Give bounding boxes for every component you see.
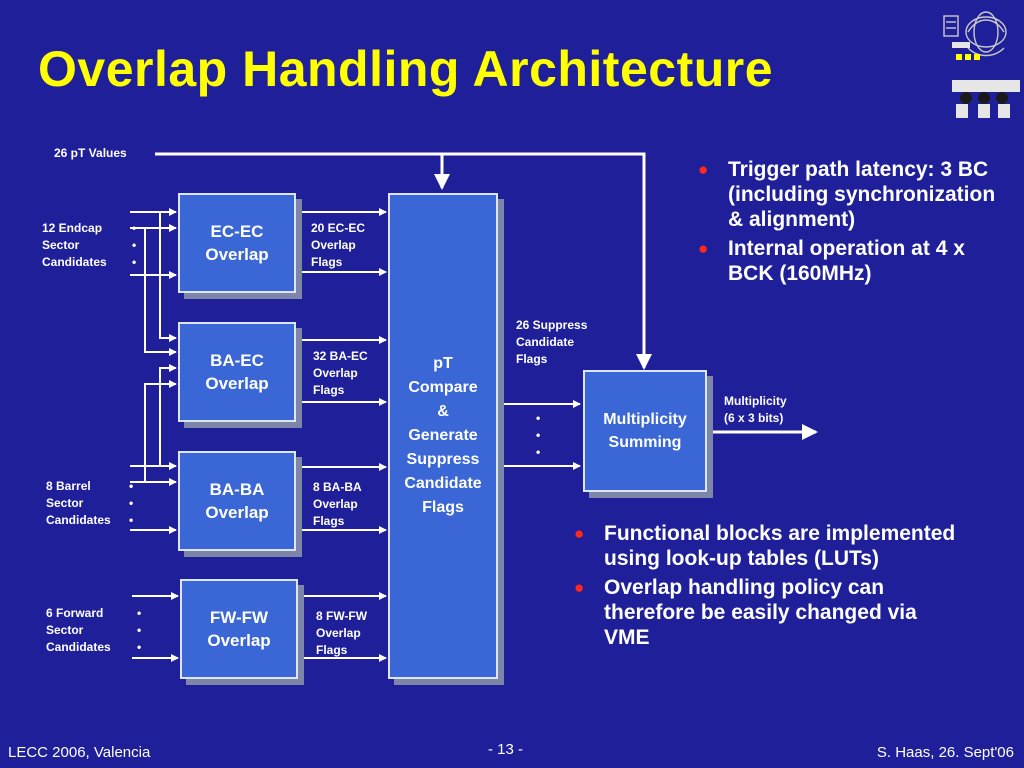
bullet-item: ●Overlap handling policy can therefore b… (574, 576, 917, 649)
endcap-candidates-label: 12 Endcap Sector Candidates (42, 221, 107, 269)
ec-ec-overlap-block: EC-EC Overlap (178, 193, 296, 293)
multiplicity-output-label: Multiplicity (6 x 3 bits) (724, 394, 787, 425)
atlas-logo-icon (943, 11, 1020, 118)
pt-values-bus (155, 152, 652, 370)
pt-values-label: 26 pT Values (54, 146, 127, 160)
fw-fw-overlap-block: FW-FW Overlap (180, 579, 298, 679)
ec-ec-flags-label: 20 EC-EC Overlap Flags (311, 221, 366, 269)
bullet-icon: ● (574, 524, 585, 543)
forward-candidates-label: 6 Forward Sector Candidates (46, 606, 111, 654)
bullet-icon: ● (698, 239, 709, 258)
ba-ec-overlap-block: BA-EC Overlap (178, 322, 296, 422)
bullet-icon: ● (574, 578, 585, 597)
bullet-list-top: ●Trigger path latency: 3 BC (including s… (690, 157, 1000, 290)
barrel-dots: • • • (129, 479, 134, 527)
multiplicity-summing-block: Multiplicity Summing (583, 370, 707, 492)
forward-dots: • • • (137, 606, 142, 654)
bullet-item: ●Functional blocks are implemented using… (574, 522, 956, 570)
suppress-dots: • • • (536, 411, 541, 459)
suppress-flags-label: 26 Suppress Candidate Flags (516, 318, 588, 366)
endcap-dots: • • • (132, 221, 137, 269)
footer-left: LECC 2006, Valencia (8, 744, 151, 761)
bullet-item: ●Internal operation at 4 x BCK (160MHz) (698, 237, 965, 285)
bullet-list-bottom: ●Functional blocks are implemented using… (566, 521, 966, 654)
ba-ba-overlap-block: BA-BA Overlap (178, 451, 296, 551)
page-title: Overlap Handling Architecture (38, 41, 774, 97)
pt-compare-block: pT Compare & Generate Suppress Candidate… (388, 193, 498, 679)
footer-page-number: - 13 - (488, 741, 524, 758)
fw-fw-flags-label: 8 FW-FW Overlap Flags (316, 609, 368, 657)
ba-ba-flags-label: 8 BA-BA Overlap Flags (313, 480, 362, 528)
ba-ec-flags-label: 32 BA-EC Overlap Flags (313, 349, 368, 397)
footer-right: S. Haas, 26. Sept'06 (876, 744, 1014, 761)
barrel-candidates-label: 8 Barrel Sector Candidates (46, 479, 111, 527)
bullet-icon: ● (698, 160, 709, 179)
bullet-item: ●Trigger path latency: 3 BC (including s… (698, 158, 996, 231)
